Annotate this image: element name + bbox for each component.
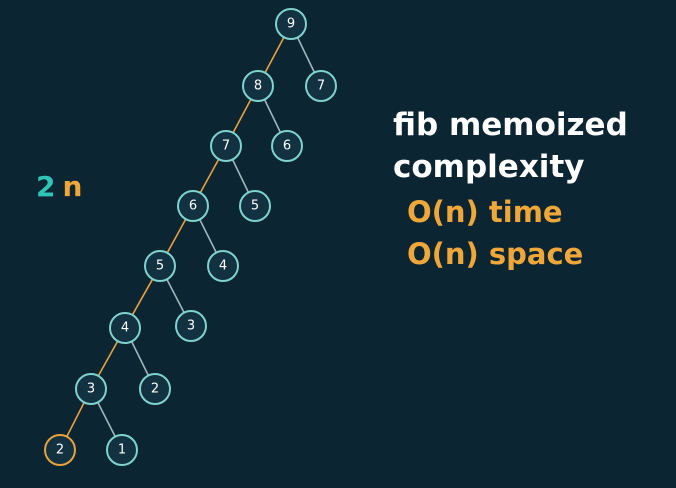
- tree-node-label: 5: [251, 199, 259, 214]
- tree-edge-n8-r6: [263, 99, 282, 133]
- tree-node-n4: 4: [109, 312, 141, 344]
- tree-node-n1: 1: [106, 434, 138, 466]
- tree-node-label: 7: [317, 79, 325, 94]
- tree-edge-n6-n5: [166, 218, 187, 254]
- tree-node-circle: [109, 312, 141, 344]
- tree-node-circle: [210, 130, 242, 162]
- tree-edge-n6-r4: [198, 219, 218, 253]
- tree-node-r2: 2: [139, 373, 171, 405]
- tree-node-circle: [75, 373, 107, 405]
- page-title: fib memoized complexity: [393, 104, 663, 188]
- tree-edge-n3-n2: [66, 402, 85, 437]
- tree-node-n8: 8: [242, 70, 274, 102]
- tree-edge-n9-n8: [264, 36, 285, 74]
- tree-node-circle: [207, 250, 239, 282]
- tree-node-n5: 5: [144, 250, 176, 282]
- tree-node-n6: 6: [177, 190, 209, 222]
- tree-edge-n7-n6: [199, 158, 220, 194]
- tree-edge-n4-n3: [97, 340, 119, 377]
- complexity-list: O(n) time O(n) space: [407, 191, 583, 275]
- tree-node-label: 8: [254, 79, 262, 94]
- tree-node-circle: [275, 8, 307, 40]
- tree-node-circle: [139, 373, 171, 405]
- tree-node-r5: 5: [239, 190, 271, 222]
- tree-node-label: 4: [121, 321, 129, 336]
- tree-node-circle: [242, 70, 274, 102]
- call-count-number: 2: [36, 170, 57, 203]
- tree-node-label: 3: [87, 382, 95, 397]
- tree-node-label: 7: [222, 139, 230, 154]
- tree-node-label: 2: [56, 443, 64, 458]
- tree-edge-n8-n7: [232, 98, 252, 134]
- space-complexity: O(n) space: [407, 237, 584, 271]
- tree-node-circle: [305, 70, 337, 102]
- tree-node-label: 6: [283, 139, 291, 154]
- tree-node-n3: 3: [75, 373, 107, 405]
- tree-edge-n7-r5: [231, 159, 250, 193]
- title-line-2: complexity: [393, 149, 585, 185]
- tree-edge-n3-n1: [97, 402, 116, 437]
- call-count-variable: n: [62, 170, 84, 203]
- title-line-1: fib memoized: [393, 107, 628, 143]
- tree-node-circle: [44, 434, 76, 466]
- tree-node-circle: [106, 434, 138, 466]
- tree-node-n2: 2: [44, 434, 76, 466]
- tree-edge-n9-r7: [296, 37, 316, 73]
- tree-node-label: 2: [151, 382, 159, 397]
- tree-node-circle: [175, 310, 207, 342]
- time-complexity: O(n) time: [407, 195, 563, 229]
- tree-node-label: 4: [219, 259, 227, 274]
- tree-node-r4: 4: [207, 250, 239, 282]
- tree-node-r6: 6: [271, 130, 303, 162]
- tree-node-label: 9: [287, 17, 295, 32]
- tree-node-label: 6: [189, 199, 197, 214]
- tree-node-n7: 7: [210, 130, 242, 162]
- tree-node-circle: [144, 250, 176, 282]
- tree-node-label: 1: [118, 443, 126, 458]
- tree-edge-n5-n4: [131, 278, 154, 316]
- tree-node-circle: [177, 190, 209, 222]
- tree-node-circle: [239, 190, 271, 222]
- tree-node-n9: 9: [275, 8, 307, 40]
- tree-node-r7: 7: [305, 70, 337, 102]
- tree-edge-n4-r2: [130, 341, 150, 376]
- tree-node-label: 5: [156, 259, 164, 274]
- tree-node-circle: [271, 130, 303, 162]
- tree-node-label: 3: [187, 319, 195, 334]
- tree-node-r3: 3: [175, 310, 207, 342]
- tree-edge-n5-r3: [166, 278, 185, 314]
